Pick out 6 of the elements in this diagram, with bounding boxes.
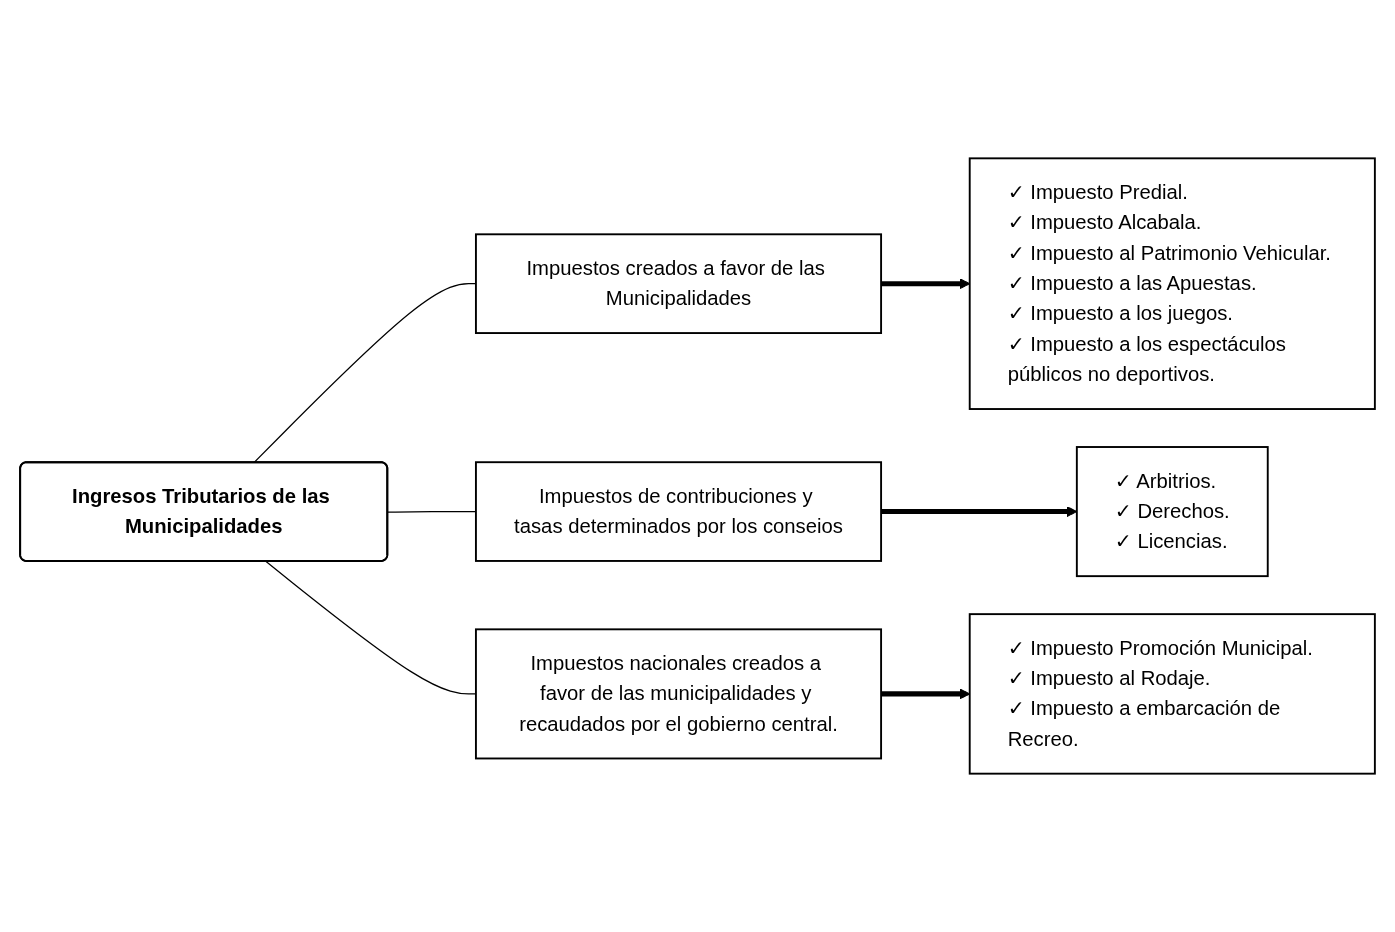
node-box: Impuestos nacionales creados a favor de las municipalidades y recaudados por el gobierno central.	[475, 628, 883, 760]
node-box: ✓ Arbitrios. ✓ Derechos. ✓ Licencias.	[1075, 446, 1269, 578]
node-box: ✓ Impuesto Predial. ✓ Impuesto Alcabala. ✓ Impuesto al Patrimonio Vehicular. ✓ Impuesto a las Apuestas. ✓ Impuesto a los juegos. ✓ Impuesto a los espectáculos públicos no deportivos.	[968, 157, 1376, 410]
node-box: Impuestos de contribuciones y tasas determinados por los conseios	[475, 461, 883, 562]
node-box: ✓ Impuesto Promoción Municipal. ✓ Impuesto al Rodaje. ✓ Impuesto a embarcación de Recreo.	[968, 613, 1376, 775]
node-box: Impuestos creados a favor de las Municipalidades	[475, 233, 883, 334]
